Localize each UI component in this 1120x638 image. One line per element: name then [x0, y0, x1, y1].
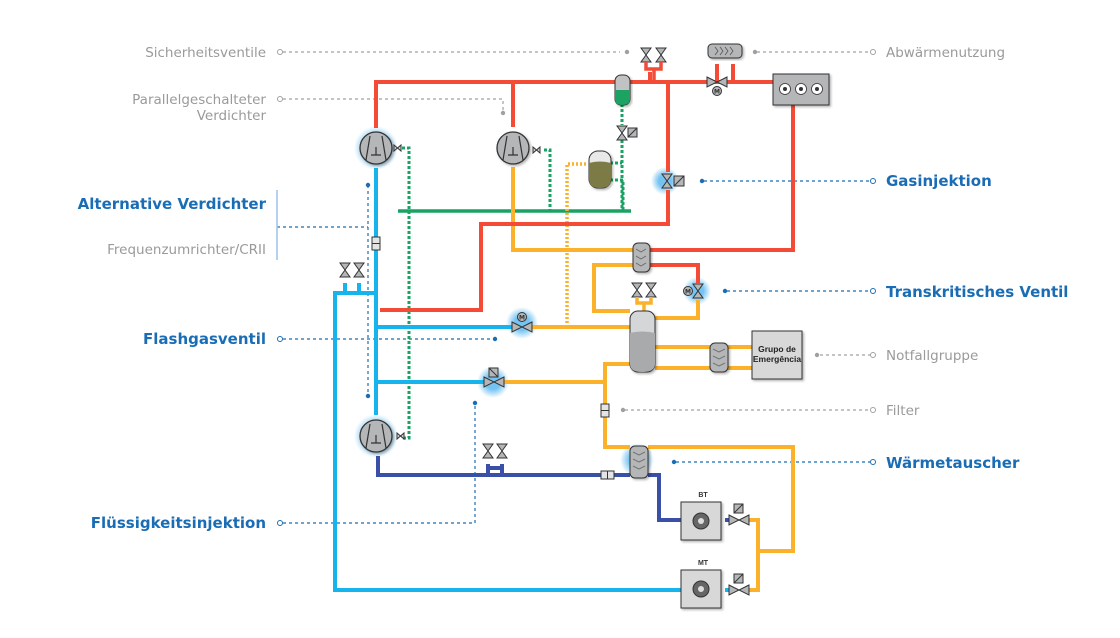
- gas-injection-valve-icon[interactable]: [661, 173, 685, 189]
- safety-valve-pipe: [635, 297, 653, 311]
- label-filter: Filter: [886, 403, 920, 419]
- label-flashgasventil: Flashgasventil: [143, 330, 266, 348]
- compressor-icon[interactable]: [496, 131, 530, 165]
- heat-exchanger-icon[interactable]: [709, 342, 729, 373]
- evaporator-mt-icon[interactable]: [680, 569, 722, 609]
- gas-cooler-icon[interactable]: [772, 73, 830, 106]
- oil-separator-icon[interactable]: [614, 74, 631, 106]
- compressor-icon[interactable]: [359, 419, 393, 453]
- fan-icon: [698, 518, 704, 524]
- oil-reservoir-icon[interactable]: [588, 150, 612, 189]
- liquid-receiver-icon[interactable]: [629, 310, 656, 373]
- label-frequenzumrichter: Frequenzumrichter/CRII: [107, 242, 266, 258]
- leader-parallel: [283, 98, 504, 112]
- motor-label: M: [714, 89, 720, 96]
- liquid-dotted-line: [565, 162, 586, 327]
- label-abwaermenutzung: Abwärmenutzung: [886, 45, 1005, 61]
- label-fluessigkeitsinjektion: Flüssigkeitsinjektion: [91, 514, 266, 532]
- right-labels: Abwärmenutzung Gasinjektion Transkritisc…: [886, 45, 1068, 472]
- filter-icon[interactable]: [371, 236, 615, 480]
- evaporator-mt-label: MT: [698, 560, 709, 567]
- label-waermetauscher: Wärmetauscher: [886, 454, 1020, 472]
- heat-exchanger-icon[interactable]: [629, 445, 649, 479]
- emergency-box-label: Grupo de: [758, 344, 796, 354]
- transcritical-valve-icon[interactable]: M: [683, 283, 704, 299]
- label-transkritisches-ventil: Transkritisches Ventil: [886, 283, 1068, 301]
- small-valve-icon: [393, 143, 541, 441]
- solenoid-valve-icon[interactable]: [616, 125, 638, 141]
- label-gasinjektion: Gasinjektion: [886, 172, 992, 190]
- hot-gas-lines: [374, 64, 795, 312]
- leader-fluessigkeit: [283, 404, 476, 524]
- heat-recovery-valve-icon[interactable]: M: [706, 76, 728, 96]
- label-alternative-verdichter: Alternative Verdichter: [78, 195, 267, 213]
- fan-icon: [698, 586, 704, 592]
- left-labels: Sicherheitsventile Parallelgeschalteter …: [78, 45, 267, 532]
- emergency-group-box[interactable]: Grupo de Emergência: [751, 330, 803, 380]
- label-notfallgruppe: Notfallgruppe: [886, 348, 978, 364]
- safety-valve-icon[interactable]: [339, 47, 667, 459]
- leader-lines: [277, 51, 870, 524]
- label-parallel-2: Verdichter: [197, 108, 267, 124]
- motor-label: M: [685, 289, 691, 296]
- oil-lines: [402, 104, 625, 440]
- liquid-injection-valve-icon[interactable]: [483, 367, 505, 388]
- evaporator-lt-label: BT: [698, 492, 708, 499]
- liquid-lines: [500, 167, 795, 592]
- mt-suction-lines: [333, 168, 734, 592]
- heat-exchanger-icon[interactable]: [632, 242, 651, 273]
- flashgas-valve-icon[interactable]: M: [511, 312, 533, 333]
- expansion-valve-icon[interactable]: [728, 503, 750, 596]
- label-parallel-1: Parallelgeschalteter: [132, 92, 266, 108]
- label-sicherheitsventile: Sicherheitsventile: [145, 45, 266, 61]
- motor-label: M: [519, 315, 525, 322]
- leader-dots: [277, 49, 876, 526]
- compressor-icon[interactable]: [359, 131, 393, 165]
- fan-icon: [783, 87, 819, 91]
- safety-valve-pipe: [644, 62, 663, 82]
- evaporator-lt-icon[interactable]: [680, 501, 722, 541]
- emergency-box-label: Emergência: [753, 354, 801, 364]
- heat-recovery-exchanger-icon[interactable]: [707, 43, 743, 59]
